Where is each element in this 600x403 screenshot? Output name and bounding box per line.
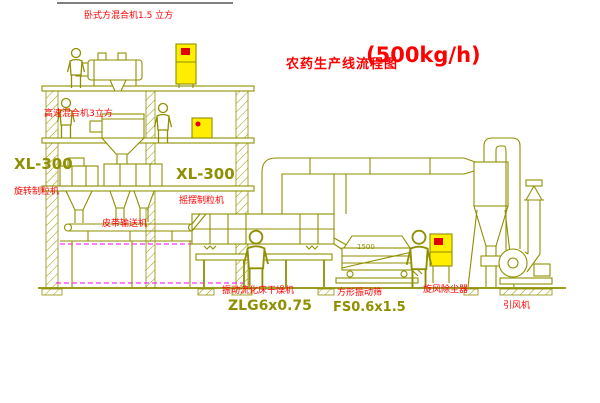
mixer-control-panel	[191, 117, 213, 139]
fan-motor	[533, 263, 551, 277]
label-granulator-right: 摇摆制粒机	[179, 196, 225, 206]
ground-hatch	[41, 288, 553, 296]
label-dryer: 振动流化床干燥机	[222, 286, 295, 296]
fluidized-bed-dryer-machine	[191, 213, 353, 287]
label-dryer-model: ZLG6x0.75	[228, 298, 312, 314]
label-granulator-left: 旋转制粒机	[14, 187, 60, 197]
person-figure	[153, 102, 173, 144]
granulator-right-machine	[103, 163, 163, 222]
label-fan: 引风机	[503, 301, 531, 311]
page-title: 农药生产线流程图	[286, 57, 399, 72]
indicator-light	[434, 238, 443, 245]
label-granulator-left-model: XL-300	[14, 155, 73, 173]
label-screen-dimension: 1500	[357, 243, 375, 251]
granulator-left-machine	[59, 157, 99, 223]
label-vibrating-screen: 方形振动筛	[337, 288, 383, 298]
vibrating-screen-machine	[335, 235, 423, 284]
indicator-light	[195, 121, 201, 127]
label-granulator-right-model: XL-300	[176, 165, 235, 183]
label-cyclone: 旋风除尘器	[423, 285, 469, 295]
control-cabinet-ground	[429, 233, 453, 283]
cyclone-machine	[467, 137, 521, 288]
rain-cap	[525, 179, 543, 187]
horizontal-mixer-machine	[75, 52, 143, 92]
control-cabinet-top	[175, 43, 197, 88]
indicator-light	[181, 48, 190, 55]
page-title-capacity: (500kg/h)	[366, 43, 481, 67]
exhaust-duct	[261, 157, 479, 214]
belt-conveyor-machine	[60, 223, 200, 287]
label-high-speed-mixer: 高速混合机3立方	[44, 109, 113, 119]
label-belt-conveyor: 皮带输送机	[102, 219, 148, 229]
person-figure	[66, 47, 86, 89]
label-screen-model: FS0.6x1.5	[333, 300, 406, 315]
label-horizontal-mixer: 卧式方混合机1.5 立方	[84, 11, 174, 21]
induced-draft-fan-machine	[498, 179, 553, 285]
high-speed-mixer-machine	[89, 113, 146, 164]
